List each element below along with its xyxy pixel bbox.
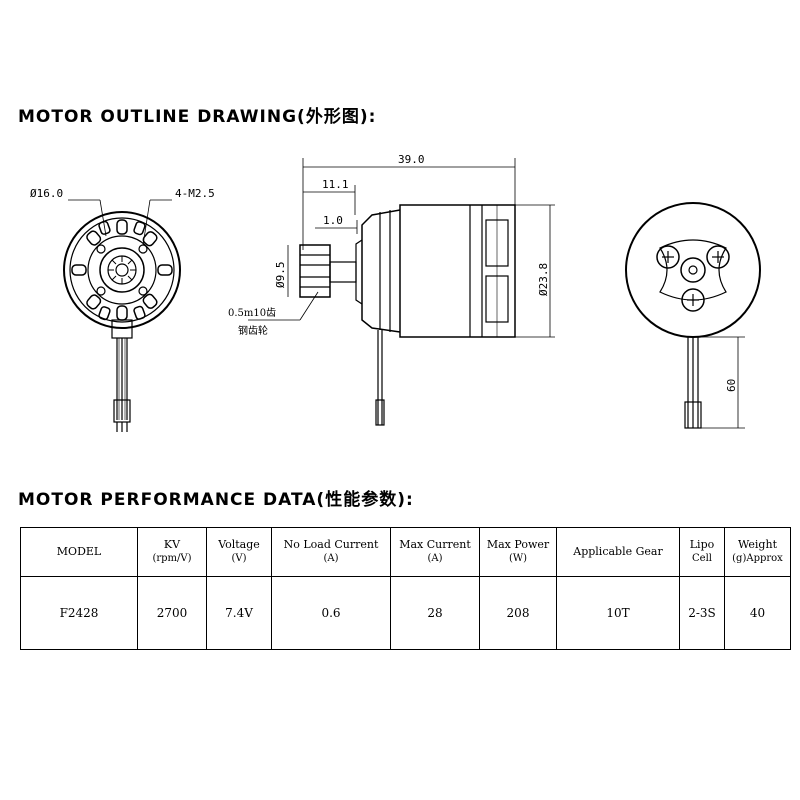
mount-holes-label: 4-M2.5 (175, 187, 215, 200)
cell-max-current: 28 (390, 576, 480, 650)
cell-no-load-current: 0.6 (271, 576, 391, 650)
header-voltage: Voltage(V) (206, 527, 272, 577)
header-max-power: Max Power(W) (479, 527, 557, 577)
gear-diameter-label: Ø9.5 (274, 262, 287, 289)
cell-weight: 40 (724, 576, 791, 650)
gear-note-line-1: 0.5m10齿 (228, 307, 276, 319)
gear-note-line-2: 钢齿轮 (238, 324, 268, 337)
body-diameter-label: Ø23.8 (537, 263, 550, 296)
performance-table: MODEL KV(rpm/V) Voltage(V) No Load Curre… (20, 527, 791, 650)
front-diameter-label: Ø16.0 (30, 187, 63, 200)
header-kv: KV(rpm/V) (137, 527, 207, 577)
motor-outline-drawing: Ø16.0 4-M2.5 39.0 11.1 1.0 Ø9.5 Ø23.8 0.… (30, 153, 761, 432)
cell-applicable-gear: 10T (556, 576, 680, 650)
cell-model: F2428 (20, 576, 138, 650)
performance-data-heading: MOTOR PERFORMANCE DATA(性能参数): (18, 490, 414, 510)
cell-lipo-cell: 2-3S (679, 576, 725, 650)
header-weight: Weight(g)Approx (724, 527, 791, 577)
header-max-current: Max Current(A) (390, 527, 480, 577)
lead-length-label: 60 (725, 379, 738, 392)
cell-max-power: 208 (479, 576, 557, 650)
step-length-label: 1.0 (323, 214, 343, 227)
header-applicable-gear: Applicable Gear (556, 527, 680, 577)
outline-drawing-heading: MOTOR OUTLINE DRAWING(外形图): (18, 107, 377, 127)
overall-length-label: 39.0 (398, 153, 425, 166)
back-view (625, 202, 761, 429)
shaft-length-label: 11.1 (322, 178, 349, 191)
cell-kv: 2700 (137, 576, 207, 650)
cell-voltage: 7.4V (206, 576, 272, 650)
header-model: MODEL (20, 527, 138, 577)
header-no-load-current: No Load Current(A) (271, 527, 391, 577)
front-view (63, 199, 181, 432)
table-row: F2428 2700 7.4V 0.6 28 208 10T 2-3S 40 (20, 576, 791, 650)
table-header-row: MODEL KV(rpm/V) Voltage(V) No Load Curre… (20, 527, 791, 577)
side-view (248, 158, 555, 426)
